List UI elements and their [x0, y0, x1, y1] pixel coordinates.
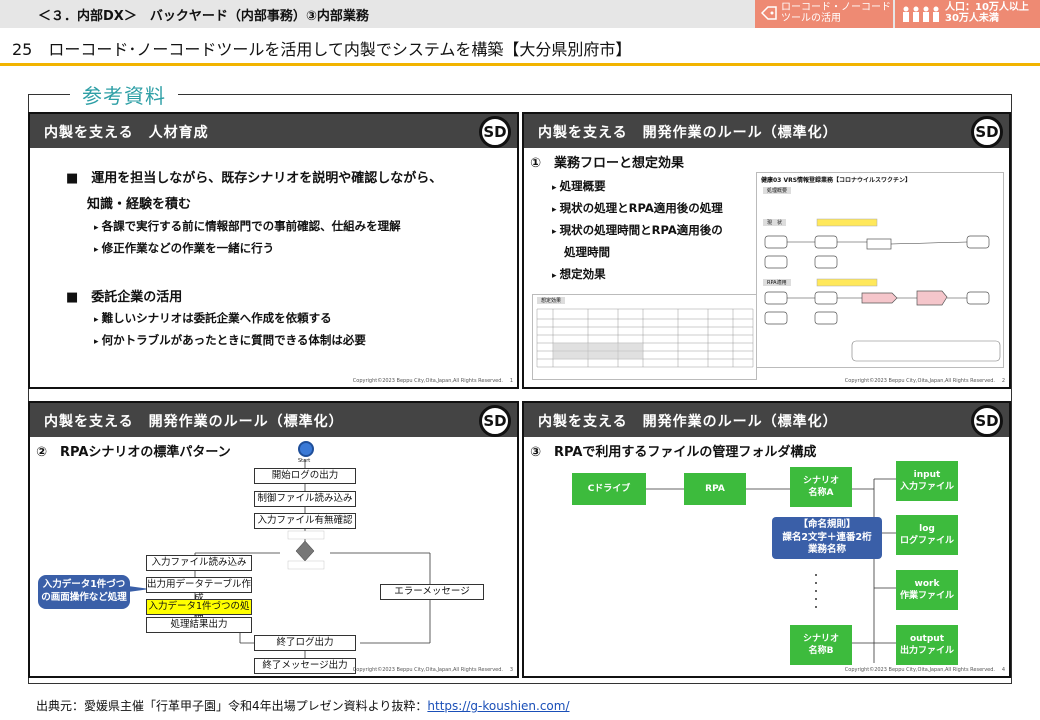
copyright: Copyright©2023 Beppu City,Oita,Japan,All…	[352, 667, 503, 673]
step-check-input: 入力ファイル有無確認	[254, 513, 356, 529]
p2-heading: ① 業務フローと想定効果	[530, 156, 685, 171]
panel-flow-header: 内製を支える 開発作業のルール（標準化）	[524, 114, 1009, 148]
title-underline	[0, 63, 1040, 66]
panel-folders-header: 内製を支える 開発作業のルール（標準化）	[524, 403, 1009, 437]
tag-lowcode-text: ローコード・ノーコード ツールの活用	[781, 2, 891, 24]
p1-item2: ■ 委託企業の活用	[66, 290, 183, 305]
p1-sub1-1: 修正作業などの作業を一緒に行う	[94, 240, 275, 256]
folder-scenario-b: シナリオ 名称B	[790, 625, 852, 665]
city-logo-icon: SD	[971, 116, 1003, 148]
step-start-log: 開始ログの出力	[254, 468, 356, 484]
people-icon	[903, 6, 939, 22]
p2-item-1: 現状の処理とRPA適用後の処理	[552, 200, 723, 216]
page-number: 2	[1001, 378, 1005, 384]
panel-rpa-header: 内製を支える 開発作業のルール（標準化）	[30, 403, 517, 437]
section-title: ＜３．内部DX＞ バックヤード（内部事務）③内部業務	[38, 9, 369, 24]
copyright: Copyright©2023 Beppu City,Oita,Japan,All…	[844, 378, 995, 384]
p3-heading: ② RPAシナリオの標準パターン	[36, 445, 231, 460]
copyright: Copyright©2023 Beppu City,Oita,Japan,All…	[352, 378, 503, 384]
step-create-table: 出力用データテーブル作成	[146, 577, 252, 604]
panel-folders: 内製を支える 開発作業のルール（標準化） SD ③ RPAで利用するファイルの管…	[522, 401, 1011, 678]
city-logo-icon: SD	[971, 405, 1003, 437]
city-logo-icon: SD	[479, 405, 511, 437]
p2-item-2: 現状の処理時間とRPA適用後の	[552, 222, 723, 238]
step-read-input: 入力ファイル読み込み	[146, 555, 252, 571]
step-process-each: 入力データ1件づつの処理	[146, 599, 252, 626]
p2-item-0: 処理概要	[552, 178, 606, 194]
p1-item1: ■ 運用を担当しながら、既存シナリオを説明や確認しながら、	[66, 171, 443, 186]
p2-table-grid	[536, 308, 754, 368]
p1-sub2-0: 難しいシナリオは委託企業へ作成を依頼する	[94, 310, 332, 326]
panel-flow: 内製を支える 開発作業のルール（標準化） SD ① 業務フローと想定効果 処理概…	[522, 112, 1011, 389]
start-label: Start	[298, 458, 311, 464]
panel-talent-header: 内製を支える 人材育成	[30, 114, 517, 148]
reference-label-wrap: 参考資料	[70, 80, 178, 109]
p2-item-3: 処理時間	[564, 245, 610, 259]
p2-flow-document: 健康03 VRS情報登録業務【コロナウイルスワクチン】 処理概要 現 状 RPA…	[756, 172, 1004, 368]
panel-talent: 内製を支える 人材育成 SD ■ 運用を担当しながら、既存シナリオを説明や確認し…	[28, 112, 519, 389]
p2-flow-diagram	[764, 218, 1001, 362]
copyright: Copyright©2023 Beppu City,Oita,Japan,All…	[844, 667, 995, 673]
city-logo-icon: SD	[479, 116, 511, 148]
reference-label: 参考資料	[82, 84, 166, 108]
folder-input: input 入力ファイル	[896, 461, 958, 501]
step-read-control: 制御ファイル読み込み	[254, 491, 356, 507]
folder-scenario-a: シナリオ 名称A	[790, 467, 852, 507]
loop-callout: 入力データ1件づつ の画面操作など処理	[38, 575, 130, 609]
p2-item-4: 想定効果	[552, 266, 606, 282]
tag-population: 人口：10万人以上 30万人未満	[895, 0, 1040, 28]
step-error-message: エラーメッセージ	[380, 584, 484, 600]
tag-population-text: 人口：10万人以上 30万人未満	[945, 2, 1029, 24]
p2-doc-label1: 処理概要	[763, 187, 792, 194]
naming-rule-callout: 【命名規則】 課名2文字＋連番2桁 業務名称	[772, 517, 882, 559]
folder-log: log ログファイル	[896, 515, 958, 555]
source-text: 出典元：愛媛県主催「行革甲子園」令和4年出場プレゼン資料より抜粋：	[36, 699, 428, 713]
source-link[interactable]: https://g-koushien.com/	[427, 699, 570, 713]
p2-effect-table: 想定効果	[532, 294, 757, 380]
p2-doc-title: 健康03 VRS情報登録業務【コロナウイルスワクチン】	[761, 177, 912, 184]
folder-work: work 作業ファイル	[896, 570, 958, 610]
step-end-message: 終了メッセージ出力	[254, 658, 356, 674]
step-end-log: 終了ログ出力	[254, 635, 356, 651]
p2-doc-label3: RPA適用	[763, 279, 791, 286]
p1-sub2-1: 何かトラブルがあったときに質問できる体制は必要	[94, 332, 366, 348]
p1-item1b: 知識・経験を積む	[87, 197, 192, 212]
folder-cdrive: Cドライブ	[572, 473, 646, 505]
page-title: 25 ローコード･ノーコードツールを活用して内製でシステムを構築【大分県別府市】	[12, 40, 632, 59]
start-icon	[298, 441, 314, 457]
step-output-result: 処理結果出力	[146, 617, 252, 633]
p4-heading: ③ RPAで利用するファイルの管理フォルダ構成	[530, 445, 817, 460]
p1-sub1-0: 各課で実行する前に情報部門での事前確認、仕組みを理解	[94, 218, 401, 234]
panel-rpa-pattern: 内製を支える 開発作業のルール（標準化） SD ② RPAシナリオの標準パターン…	[28, 401, 519, 678]
tag-lowcode: ローコード・ノーコード ツールの活用	[755, 0, 893, 28]
reference-frame	[28, 94, 1012, 684]
page-number: 3	[509, 667, 513, 673]
folder-output: output 出力ファイル	[896, 625, 958, 665]
p4-tree-lines	[646, 478, 896, 663]
page-number: 4	[1001, 667, 1005, 673]
p2-doc-label4: 想定効果	[537, 297, 566, 304]
p2-doc-label2: 現 状	[763, 219, 787, 226]
tag-icon	[761, 6, 777, 20]
source-footer: 出典元：愛媛県主催「行革甲子園」令和4年出場プレゼン資料より抜粋：https:/…	[36, 697, 570, 714]
folder-rpa: RPA	[684, 473, 746, 505]
page-number: 1	[509, 378, 513, 384]
